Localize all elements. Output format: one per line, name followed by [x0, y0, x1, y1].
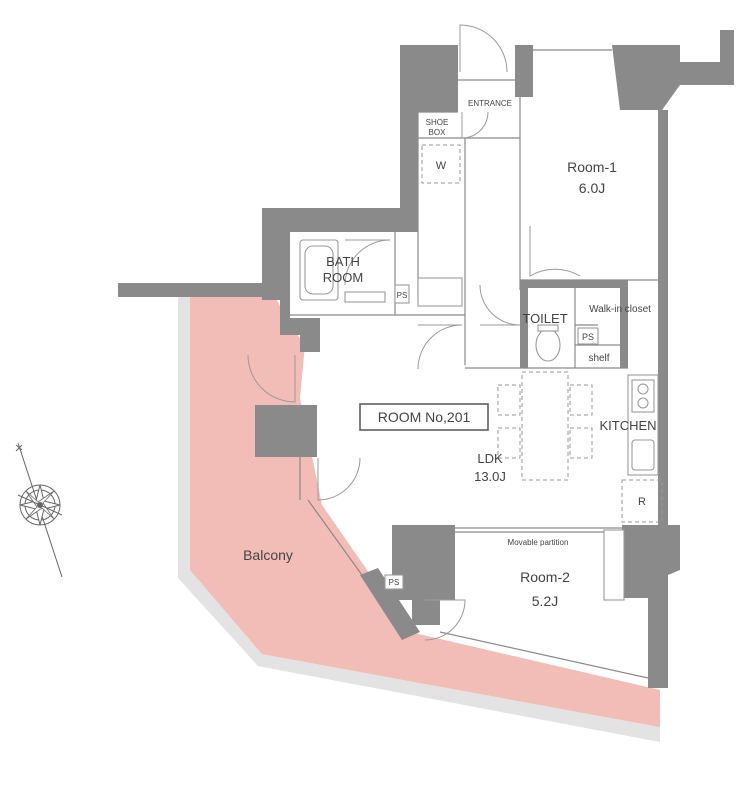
bathroom-door: [344, 239, 391, 286]
washer-label: W: [436, 160, 447, 172]
movable-partition-rail: [603, 529, 625, 601]
balcony-door-lower: [317, 457, 361, 501]
ps-label: PS: [582, 332, 594, 342]
ps-box: [394, 284, 410, 304]
unit-label: ROOM No,201: [359, 403, 489, 431]
burner: [637, 397, 649, 409]
hall-door: [417, 324, 463, 370]
stove: [631, 379, 655, 413]
dining-chair: [569, 384, 593, 416]
ldk-name: LDK: [477, 451, 503, 466]
ps-box: [577, 327, 599, 345]
wall-segment: [520, 280, 628, 288]
room1-door: [529, 226, 581, 277]
shoe-box-label-line2: BOX: [429, 128, 447, 137]
balcony-door-upper: [247, 354, 296, 403]
partition-line: [439, 631, 649, 679]
wall-segment: [118, 283, 290, 297]
ps-box: [384, 574, 404, 590]
kitchen-label: KITCHEN: [599, 418, 656, 433]
room2-size: 5.2J: [532, 593, 558, 609]
toilet-door: [479, 284, 521, 326]
entrance-door: [459, 24, 508, 73]
ldk-size: 13.0J: [474, 469, 506, 484]
structural-walls: [118, 30, 734, 688]
entrance-label: ENTRANCE: [468, 99, 512, 108]
refrigerator-space: [621, 479, 663, 523]
room1-name: Room-1: [567, 159, 617, 175]
partition-line: [307, 499, 363, 576]
room2-name: Room-2: [520, 569, 570, 585]
shower-panel: [344, 291, 386, 303]
compass-rose-icon: [15, 442, 63, 578]
interior-partitions: [290, 49, 658, 679]
dining-chair: [497, 384, 521, 416]
wall-segment: [400, 45, 458, 112]
walkin-closet-label: Walk-in closet: [589, 304, 651, 315]
unit-label-text: ROOM No,201: [378, 409, 471, 425]
wall-segment: [622, 525, 680, 688]
wall-segment: [400, 112, 418, 222]
toilet-tank: [537, 324, 559, 332]
ps-label: PS: [397, 291, 408, 300]
refrigerator-label: R: [638, 496, 646, 508]
balcony-area: [178, 296, 660, 742]
bathroom-label-line1: BATH: [326, 254, 360, 269]
shoe-box-label-line1: SHOE: [426, 118, 449, 127]
room-labels: ENTRANCE SHOE BOX W BATH ROOM PS Room-1 …: [243, 99, 656, 609]
ps-label: PS: [389, 578, 400, 587]
wall-segment: [612, 30, 734, 110]
unit-label-frame: [359, 403, 489, 431]
shoebox-door: [461, 111, 489, 139]
wall-segment: [520, 288, 528, 368]
doors: [247, 24, 581, 641]
burner: [637, 383, 649, 395]
room1-size: 6.0J: [579, 180, 605, 196]
balcony-label: Balcony: [243, 547, 293, 563]
kitchen-sink: [631, 439, 655, 471]
bathtub-inner: [304, 245, 334, 295]
balcony-floor: [190, 296, 660, 727]
shelf-label: shelf: [588, 353, 609, 364]
wall-segment: [262, 208, 418, 352]
washer-space: [421, 144, 461, 184]
wash-basin: [417, 277, 463, 307]
toilet-bowl: [535, 328, 561, 362]
wall-segment: [360, 568, 420, 640]
fixtures: [299, 144, 663, 601]
wall-segment: [255, 405, 317, 457]
wall-segment: [658, 110, 668, 530]
room2-door: [424, 599, 466, 641]
dining-chair: [497, 427, 521, 459]
wall-segment: [620, 288, 628, 368]
bathroom-label-line2: ROOM: [323, 270, 363, 285]
dining-chair: [569, 427, 593, 459]
dining-table: [521, 371, 569, 481]
toilet-label: TOILET: [522, 311, 567, 326]
movable-partition-label: Movable partition: [508, 538, 569, 547]
wall-segment: [515, 45, 533, 97]
